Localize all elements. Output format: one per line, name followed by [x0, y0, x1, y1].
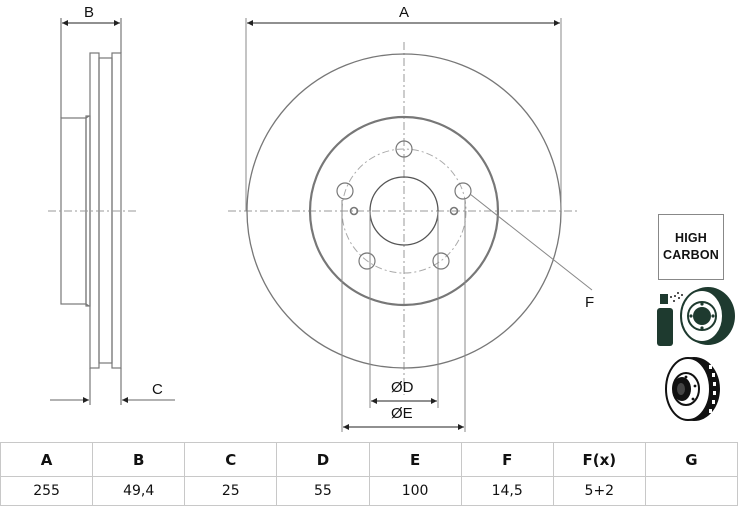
- coated-disc-icon: [657, 287, 735, 346]
- high-carbon-badge: HIGH CARBON: [658, 214, 724, 280]
- spec-table: A B C D E F F(x) G 255 49,4 25 55 100 14…: [0, 442, 738, 506]
- spec-header-d: D: [276, 442, 370, 477]
- dimension-label-b: B: [84, 4, 95, 21]
- dimension-label-a: A: [399, 4, 410, 21]
- spec-value-e: 100: [368, 476, 462, 506]
- spec-header-c: C: [184, 442, 278, 477]
- spec-header-g: G: [644, 442, 738, 477]
- spec-value-g: [644, 476, 738, 506]
- dimension-label-f: F: [585, 294, 595, 311]
- dimension-label-d: ØD: [391, 379, 414, 396]
- spec-header-e: E: [368, 442, 462, 477]
- high-carbon-line2: CARBON: [662, 248, 720, 262]
- spec-table-value-row: 255 49,4 25 55 100 14,5 5+2: [0, 476, 738, 506]
- spec-value-fx: 5+2: [552, 476, 646, 506]
- spec-header-a: A: [0, 442, 94, 477]
- spec-header-f: F: [460, 442, 554, 477]
- spec-value-c: 25: [184, 476, 278, 506]
- spec-header-b: B: [92, 442, 186, 477]
- spec-value-b: 49,4: [92, 476, 186, 506]
- spec-table-header-row: A B C D E F F(x) G: [0, 442, 738, 477]
- spec-value-d: 55: [276, 476, 370, 506]
- dimension-label-e: ØE: [391, 405, 413, 422]
- spec-header-fx: F(x): [552, 442, 646, 477]
- front-view: [228, 18, 593, 432]
- vented-disc-icon: [665, 357, 720, 421]
- spec-value-f: 14,5: [460, 476, 554, 506]
- dimension-label-c: C: [152, 381, 163, 398]
- spec-value-a: 255: [0, 476, 94, 506]
- high-carbon-line1: HIGH: [674, 231, 708, 245]
- brake-disc-drawing: [48, 18, 735, 432]
